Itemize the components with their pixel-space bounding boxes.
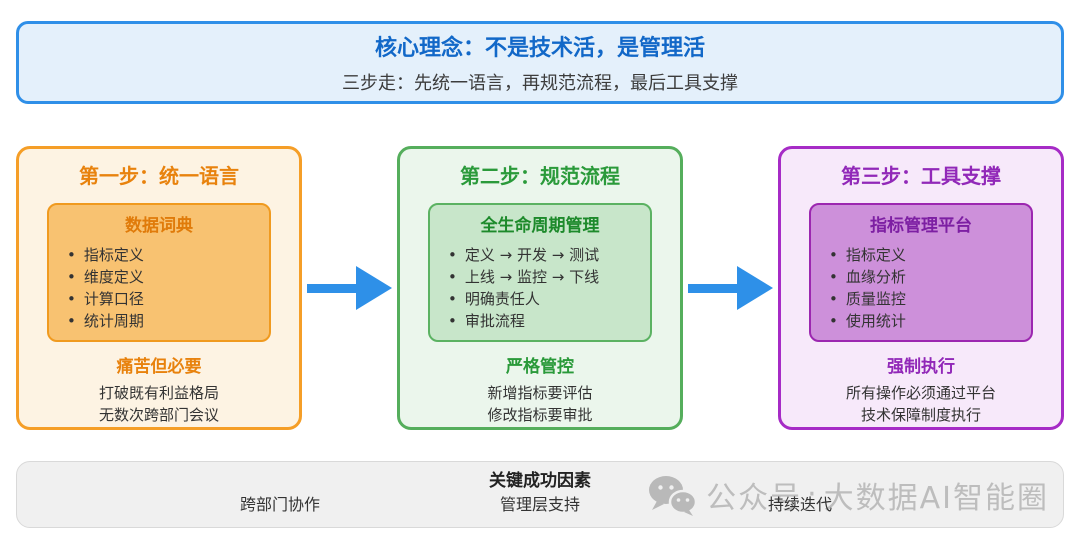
bullet-item: 审批流程 <box>442 310 638 332</box>
step-footer: 严格管控 新增指标要评估 修改指标要审批 <box>428 355 652 426</box>
arrow-cell <box>683 146 778 430</box>
factor-col-left: 跨部门协作 <box>150 471 410 516</box>
bullet-item: 维度定义 <box>61 266 257 288</box>
bullet-item: 定义 → 开发 → 测试 <box>442 244 638 266</box>
core-concept-banner: 核心理念：不是技术活，是管理活 三步走：先统一语言，再规范流程，最后工具支撑 <box>16 21 1064 104</box>
bullet-item: 上线 → 监控 → 下线 <box>442 266 638 288</box>
factor-item: 跨部门协作 <box>239 495 320 514</box>
watermark-prefix: 公众号 <box>706 480 803 516</box>
success-factors-heading: 关键成功因素 <box>489 471 591 491</box>
step-footer-title: 严格管控 <box>506 357 574 377</box>
step-footer-title: 强制执行 <box>887 357 955 377</box>
bullet-list: 指标定义 血缘分析 质量监控 使用统计 <box>823 244 1019 332</box>
step-title: 第二步：规范流程 <box>460 164 620 188</box>
arrow-head <box>356 266 392 310</box>
bullet-item: 血缘分析 <box>823 266 1019 288</box>
factor-col-right: 持续迭代 <box>670 471 930 516</box>
right-arrow-icon <box>307 266 392 310</box>
inner-box-title: 全生命周期管理 <box>480 216 600 236</box>
step-title: 第三步：工具支撑 <box>841 164 1001 188</box>
step-card-unify-language: 第一步：统一语言 数据词典 指标定义 维度定义 计算口径 统计周期 痛苦但必要 … <box>16 146 302 430</box>
factors-row: 跨部门协作 关键成功因素 管理层支持 持续迭代 <box>150 462 930 527</box>
step-footer: 痛苦但必要 打破既有利益格局 无数次跨部门会议 <box>47 355 271 426</box>
steps-row: 第一步：统一语言 数据词典 指标定义 维度定义 计算口径 统计周期 痛苦但必要 … <box>16 146 1064 430</box>
step-footer-title: 痛苦但必要 <box>116 357 202 377</box>
factor-item: 持续迭代 <box>767 495 832 514</box>
bullet-item: 指标定义 <box>823 244 1019 266</box>
step-inner-box: 全生命周期管理 定义 → 开发 → 测试 上线 → 监控 → 下线 明确责任人 … <box>428 203 652 342</box>
step-footer-line: 新增指标要评估 <box>487 384 593 402</box>
bullet-item: 计算口径 <box>61 288 257 310</box>
step-footer-line: 无数次跨部门会议 <box>98 406 219 424</box>
watermark: 公众号 · 大数据AI智能圈 <box>647 473 1049 517</box>
success-factors-bar: 公众号 · 大数据AI智能圈 跨部门协作 关键成功因素 管理层支持 持续迭代 <box>16 461 1064 528</box>
factor-item: 管理层支持 <box>499 495 580 514</box>
bullet-list: 定义 → 开发 → 测试 上线 → 监控 → 下线 明确责任人 审批流程 <box>442 244 638 332</box>
watermark-separator: · <box>807 477 819 512</box>
inner-box-title: 数据词典 <box>125 216 193 236</box>
step-title: 第一步：统一语言 <box>79 164 239 188</box>
arrow-head <box>737 266 773 310</box>
banner-subtitle: 三步走：先统一语言，再规范流程，最后工具支撑 <box>342 73 738 94</box>
wechat-icon <box>649 475 698 516</box>
arrow-shaft <box>688 283 738 293</box>
step-inner-box: 数据词典 指标定义 维度定义 计算口径 统计周期 <box>47 203 271 342</box>
banner-title: 核心理念：不是技术活，是管理活 <box>374 36 705 61</box>
bullet-item: 使用统计 <box>823 310 1019 332</box>
bullet-item: 质量监控 <box>823 288 1019 310</box>
factor-col-center: 关键成功因素 管理层支持 <box>410 471 670 516</box>
step-card-standardize-process: 第二步：规范流程 全生命周期管理 定义 → 开发 → 测试 上线 → 监控 → … <box>397 146 683 430</box>
bullet-item: 指标定义 <box>61 244 257 266</box>
inner-box-title: 指标管理平台 <box>870 216 972 236</box>
step-footer-line: 技术保障制度执行 <box>860 406 981 424</box>
arrow-shaft <box>307 283 357 293</box>
step-inner-box: 指标管理平台 指标定义 血缘分析 质量监控 使用统计 <box>809 203 1033 342</box>
step-card-tool-support: 第三步：工具支撑 指标管理平台 指标定义 血缘分析 质量监控 使用统计 强制执行… <box>778 146 1064 430</box>
right-arrow-icon <box>688 266 773 310</box>
watermark-account-name: 大数据AI智能圈 <box>823 480 1049 516</box>
step-footer-line: 所有操作必须通过平台 <box>845 384 996 402</box>
bullet-item: 明确责任人 <box>442 288 638 310</box>
step-footer: 强制执行 所有操作必须通过平台 技术保障制度执行 <box>809 355 1033 426</box>
arrow-cell <box>302 146 397 430</box>
bullet-list: 指标定义 维度定义 计算口径 统计周期 <box>61 244 257 332</box>
step-footer-line: 打破既有利益格局 <box>98 384 219 402</box>
step-footer-line: 修改指标要审批 <box>487 406 593 424</box>
bullet-item: 统计周期 <box>61 310 257 332</box>
